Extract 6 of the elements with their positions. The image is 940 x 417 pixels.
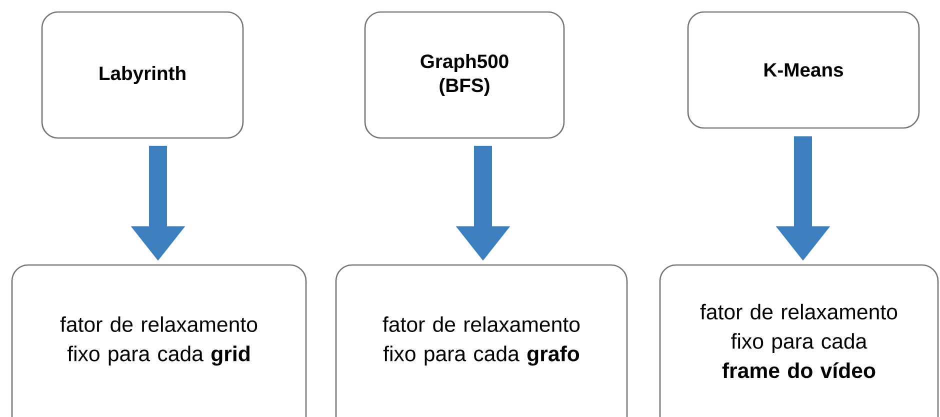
description-box: fator de relaxamento fixo para cada frame do vídeo — [659, 264, 939, 417]
description-box: fator de relaxamento fixo para cada grafo — [335, 264, 628, 417]
benchmark-box: Labyrinth — [41, 11, 244, 139]
benchmark-box: K-Means — [687, 11, 920, 129]
description-box: fator de relaxamento fixo para cada grid — [11, 264, 307, 417]
benchmark-box: Graph500 (BFS) — [364, 11, 565, 139]
